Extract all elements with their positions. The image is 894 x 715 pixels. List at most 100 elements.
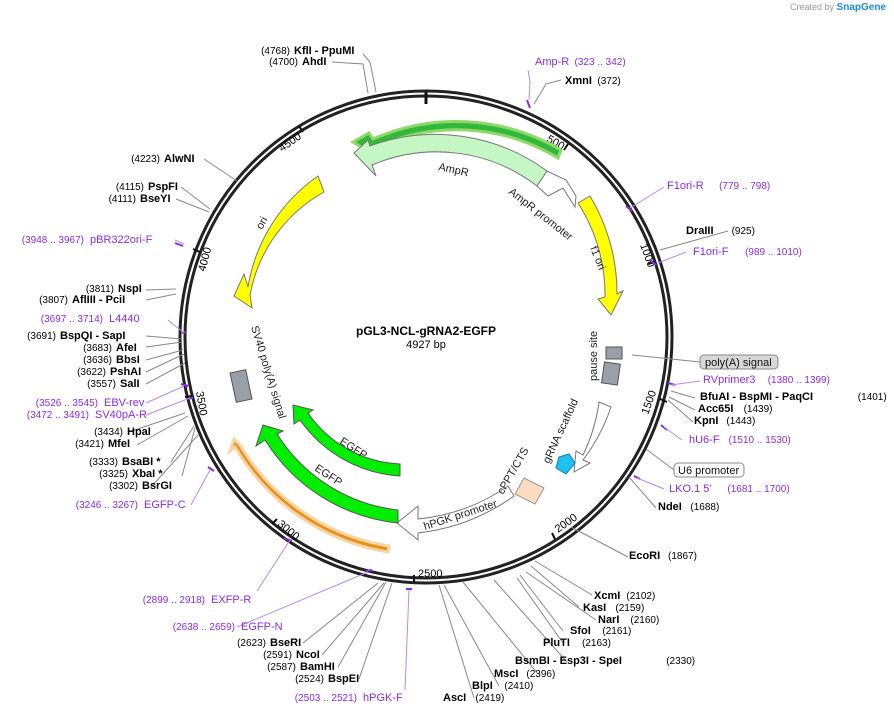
enzyme-name: KasI xyxy=(583,602,606,614)
enzyme-name: BlpI xyxy=(472,680,493,692)
enzyme-position: (3807) xyxy=(39,295,68,306)
primer-position: (3697 .. 3714) xyxy=(41,314,103,325)
primer-name: EGFP-N xyxy=(241,621,283,633)
plasmid-size: 4927 bp xyxy=(406,339,446,351)
enzyme-position: (2163) xyxy=(582,638,611,649)
primer-position: (2638 .. 2659) xyxy=(173,622,235,633)
leader-lines xyxy=(128,53,729,699)
primer-name: pBR322ori-F xyxy=(90,234,153,246)
enzyme-position: (2330) xyxy=(666,656,695,667)
enzyme-name: XmnI xyxy=(565,75,592,87)
enzyme-position: (925) xyxy=(732,226,755,237)
sv40-polya-box[interactable] xyxy=(229,369,253,403)
enzyme-position: (2161) xyxy=(602,626,631,637)
enzyme-name: EcoRI xyxy=(629,550,660,562)
snapgene-logo: SnapGene xyxy=(836,2,886,13)
enzyme-position: (3691) xyxy=(27,331,56,342)
enzyme-name: BamHI xyxy=(300,661,335,673)
primer-position: (1681 .. 1700) xyxy=(727,484,789,495)
primer-name: SV40pA-R xyxy=(95,409,147,421)
enzyme-name: AhdI xyxy=(302,56,326,68)
enzyme-name: XbaI * xyxy=(132,468,163,480)
u6-promoter-arrow[interactable] xyxy=(555,453,576,475)
feature-label-pause-site: pause site xyxy=(588,331,600,381)
hpgk-promoter-arrow[interactable] xyxy=(396,485,515,542)
u6-promoter-label: U6 promoter xyxy=(678,465,739,477)
feature-label-sv40: SV40 poly(A) signal xyxy=(248,324,288,420)
enzyme-position: (2591) xyxy=(263,650,292,661)
enzyme-name: SfoI xyxy=(570,625,591,637)
enzyme-name: PshAI xyxy=(110,366,141,378)
ampr-promoter-arrow[interactable] xyxy=(536,170,577,209)
enzyme-name: BsmBI - Esp3I - SpeI xyxy=(515,655,622,667)
primer-position: (2899 .. 2918) xyxy=(143,595,205,606)
enzyme-position: (3325) xyxy=(99,469,128,480)
enzyme-position: (4700) xyxy=(269,57,298,68)
enzyme-position: (4111) xyxy=(109,194,136,205)
primer-name: hU6-F xyxy=(689,434,720,446)
enzyme-name: KpnI xyxy=(694,415,718,427)
ori-arrow[interactable] xyxy=(233,175,325,310)
enzyme-position: (1439) xyxy=(744,404,773,415)
cppt-cts-box[interactable] xyxy=(514,477,545,505)
polya-signal-box[interactable] xyxy=(699,354,779,370)
primer-name: EXFP-R xyxy=(211,594,251,606)
enzyme-position: (2159) xyxy=(615,603,644,614)
enzyme-name: PspFI xyxy=(148,181,178,193)
enzyme-name: NarI xyxy=(598,614,619,626)
primer-labels: Amp-R(323 .. 342)F1ori-R(779 .. 798)F1or… xyxy=(22,56,830,704)
egfp-gene-highlight[interactable] xyxy=(226,436,391,554)
egfp-arrow-outer[interactable] xyxy=(255,424,399,524)
tick-4500: 4500 xyxy=(277,131,304,155)
enzyme-position: (3434) xyxy=(94,427,123,438)
pause-site-2[interactable] xyxy=(600,361,621,386)
feature-label-ampr-promoter: AmpR promoter xyxy=(506,186,575,243)
f1-ori-arrow[interactable] xyxy=(577,195,625,316)
enzyme-labels: (4768) KflI - PpuMI(4700) AhdI XmnI (372) (42… xyxy=(27,45,887,704)
enzyme-position: (4223) xyxy=(131,154,160,165)
tick-3500: 3500 xyxy=(193,390,209,416)
primer-position: (2503 .. 2521) xyxy=(295,693,357,704)
enzyme-position: (2102) xyxy=(626,591,655,602)
enzyme-position: (4768) xyxy=(261,46,290,57)
feature-label-ampr: AmpR xyxy=(437,161,469,179)
enzyme-name: AfeI xyxy=(116,342,137,354)
enzyme-name: BbsI xyxy=(116,354,140,366)
enzyme-position: (3333) xyxy=(89,457,118,468)
feature-label-ori: ori xyxy=(254,215,270,231)
primer-position: (323 .. 342) xyxy=(575,57,626,68)
enzyme-position: (3683) xyxy=(83,343,112,354)
feature-label-hpgk: hPGK promoter xyxy=(422,498,499,533)
primer-name: L4440 xyxy=(109,313,140,325)
egfp-arrow-inner[interactable] xyxy=(292,404,401,477)
primer-name: F1ori-R xyxy=(667,180,704,192)
grna-scaffold-arrow[interactable] xyxy=(573,401,612,473)
enzyme-position: (2410) xyxy=(504,681,533,692)
enzyme-position: (372) xyxy=(597,76,620,87)
enzyme-position: (3811) xyxy=(86,284,114,295)
enzyme-name: SalI xyxy=(120,378,140,390)
primer-name: hPGK-F xyxy=(363,692,403,704)
enzyme-name: BsaBI * xyxy=(122,456,161,468)
enzyme-name: BfuAI - BspMI - PaqCI xyxy=(700,391,813,403)
watermark: Created by SnapGene xyxy=(790,2,886,13)
primer-name: EGFP-C xyxy=(144,499,186,511)
enzyme-position: (1867) xyxy=(668,551,697,562)
ampr-arrow[interactable] xyxy=(353,133,548,187)
pause-site-1[interactable] xyxy=(605,346,623,360)
enzyme-name: PluTI xyxy=(543,637,570,649)
enzyme-position: (1688) xyxy=(690,502,719,513)
enzyme-name: BseYI xyxy=(140,193,171,205)
enzyme-name: MscI xyxy=(494,668,518,680)
enzyme-name: KflI - PpuMI xyxy=(294,45,355,57)
enzyme-name: AscI xyxy=(443,692,466,704)
primer-position: (989 .. 1010) xyxy=(745,247,802,258)
primer-position: (1510 .. 1530) xyxy=(729,435,791,446)
enzyme-position: (3636) xyxy=(83,355,112,366)
primer-name: F1ori-F xyxy=(693,246,729,258)
u6-promoter-box[interactable] xyxy=(673,462,745,478)
watermark-text: Created by xyxy=(789,2,835,12)
primer-position: (3472 .. 3491) xyxy=(27,410,89,421)
enzyme-name: DraIII xyxy=(686,225,714,237)
